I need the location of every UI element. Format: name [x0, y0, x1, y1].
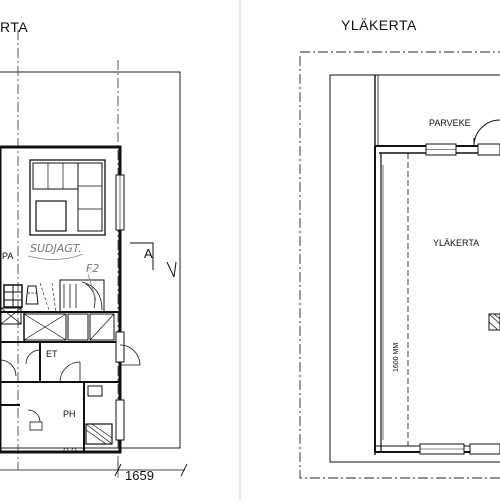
- right-plan-title: YLÄKERTA: [341, 17, 417, 33]
- handwritten-note: SUDJAGT.: [30, 242, 82, 255]
- handwriting-underline: [27, 253, 84, 260]
- room-label-bath: PH: [63, 409, 76, 419]
- room-label-entry: ET: [46, 349, 58, 359]
- dimension-value: 1659: [125, 468, 154, 483]
- staircase: [39, 279, 105, 314]
- door-swing: [0, 359, 17, 377]
- section-marker: [130, 242, 177, 278]
- storage-closet: [0, 307, 22, 325]
- window: [115, 399, 125, 441]
- door-swing: [27, 409, 41, 423]
- left-building-walls: [0, 145, 122, 454]
- coffee-table: [35, 200, 67, 232]
- window: [469, 443, 500, 455]
- handwritten-mark: F2: [86, 262, 99, 275]
- left-plan-title: RTA: [0, 19, 28, 35]
- stove: [25, 285, 39, 305]
- entrance-door-swing: [119, 344, 141, 366]
- kitchen-cabinets: [23, 313, 115, 341]
- shower: [85, 423, 113, 445]
- balcony-door-swing: [473, 119, 500, 147]
- toilet: [29, 421, 43, 431]
- room-label-balcony: PARVEKE: [429, 118, 471, 128]
- sink: [87, 385, 103, 397]
- upper-room-walls: [374, 143, 500, 455]
- window: [477, 143, 500, 156]
- door-opening: [115, 331, 125, 363]
- door-swing: [25, 349, 41, 365]
- left-outer-outline: [0, 71, 181, 449]
- sofa-furniture: [29, 159, 106, 236]
- section-label-a: A: [144, 246, 153, 261]
- height-note: 1600 MM: [393, 343, 400, 372]
- dimension-line: [0, 462, 188, 478]
- room-label-upper: YLÄKERTA: [433, 238, 479, 248]
- upper-floor-plan: YLÄKERTA: [299, 17, 500, 479]
- ground-floor-plan: SUDJAGT. F2 A RTA PA ET PH 1659: [0, 19, 188, 483]
- roof-outline: [329, 74, 500, 463]
- upper-outline-dashdot: [299, 56, 500, 479]
- door-swing: [59, 361, 81, 383]
- room-label-left: PA: [2, 251, 13, 261]
